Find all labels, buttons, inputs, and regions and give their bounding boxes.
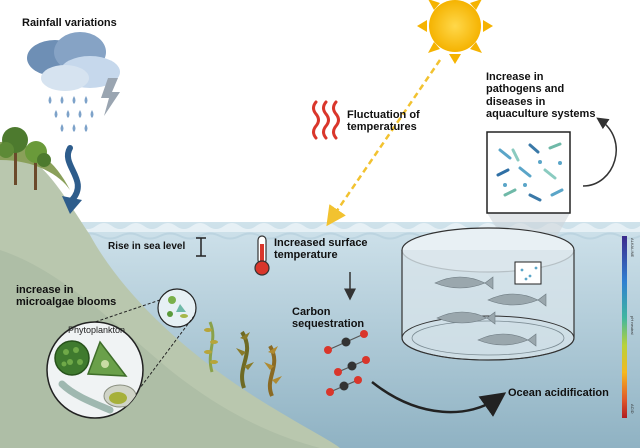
surface-temperature-label: Increased surface temperature — [274, 237, 368, 262]
microalgae-blooms-label: increase in microalgae blooms — [16, 284, 116, 309]
sun-icon — [417, 0, 493, 64]
ph-scale-top-label: ALKALINE — [630, 238, 635, 258]
zoom-line-bottom — [139, 315, 195, 389]
trees-icon — [0, 127, 51, 190]
carbon-sequestration-line1: Carbon — [292, 306, 331, 318]
fluctuation-label-line2: temperatures — [347, 121, 417, 134]
sea-level-marker-icon — [196, 237, 206, 257]
sea-level-label: Rise in sea level — [108, 241, 186, 252]
rain-runoff-arrowhead — [62, 196, 82, 214]
ocean-acidification-label: Ocean acidification — [508, 387, 609, 399]
pathogens-label-line2: pathogens and — [486, 83, 565, 96]
microalgae-blooms-line2: microalgae blooms — [16, 296, 117, 309]
thermometer-icon — [254, 235, 270, 276]
phytoplankton-cells-icon — [54, 340, 137, 414]
pathogen-cycle-arrow — [582, 117, 617, 187]
ph-scale-middle-label: pH neutral — [630, 316, 635, 335]
sun-ray-dashed-arrow — [326, 59, 442, 227]
phytoplankton-label: Phytoplankton — [68, 325, 126, 335]
pathogen-panel — [486, 131, 571, 258]
pathogens-label-line1: Increase in — [486, 71, 544, 83]
small-algae-icon — [167, 296, 188, 318]
acidification-arrow — [371, 381, 507, 417]
surface-temperature-line1: Increased surface — [274, 237, 368, 249]
seaweed-icon — [204, 321, 282, 397]
surface-temperature-line2: temperature — [274, 249, 338, 262]
zoom-line-top — [94, 299, 161, 323]
co2-molecules-icon — [324, 330, 370, 396]
rain-cloud-icon — [27, 32, 120, 132]
fluctuation-label: Fluctuation of temperatures — [347, 109, 420, 134]
heat-waves-icon — [312, 100, 340, 140]
rainfall-label: Rainfall variations — [22, 17, 117, 29]
ph-scale-bottom-label: ACID — [630, 404, 635, 414]
carbon-sequestration-label: Carbon sequestration — [292, 306, 364, 331]
ph-scale-bar — [622, 236, 627, 418]
rain-runoff-arrow — [65, 145, 81, 203]
pathogens-label-line4: aquaculture systems — [486, 107, 596, 120]
pathogens-label-line3: diseases in — [486, 95, 546, 108]
grass-strip — [0, 141, 70, 190]
microalgae-blooms-line1: increase in — [16, 284, 74, 296]
pathogens-label: Increase in pathogens and diseases in aq… — [486, 71, 595, 120]
fluctuation-label-line1: Fluctuation of — [347, 109, 420, 121]
carbon-sequestration-line2: sequestration — [292, 318, 365, 331]
aquaculture-tank — [401, 227, 575, 361]
